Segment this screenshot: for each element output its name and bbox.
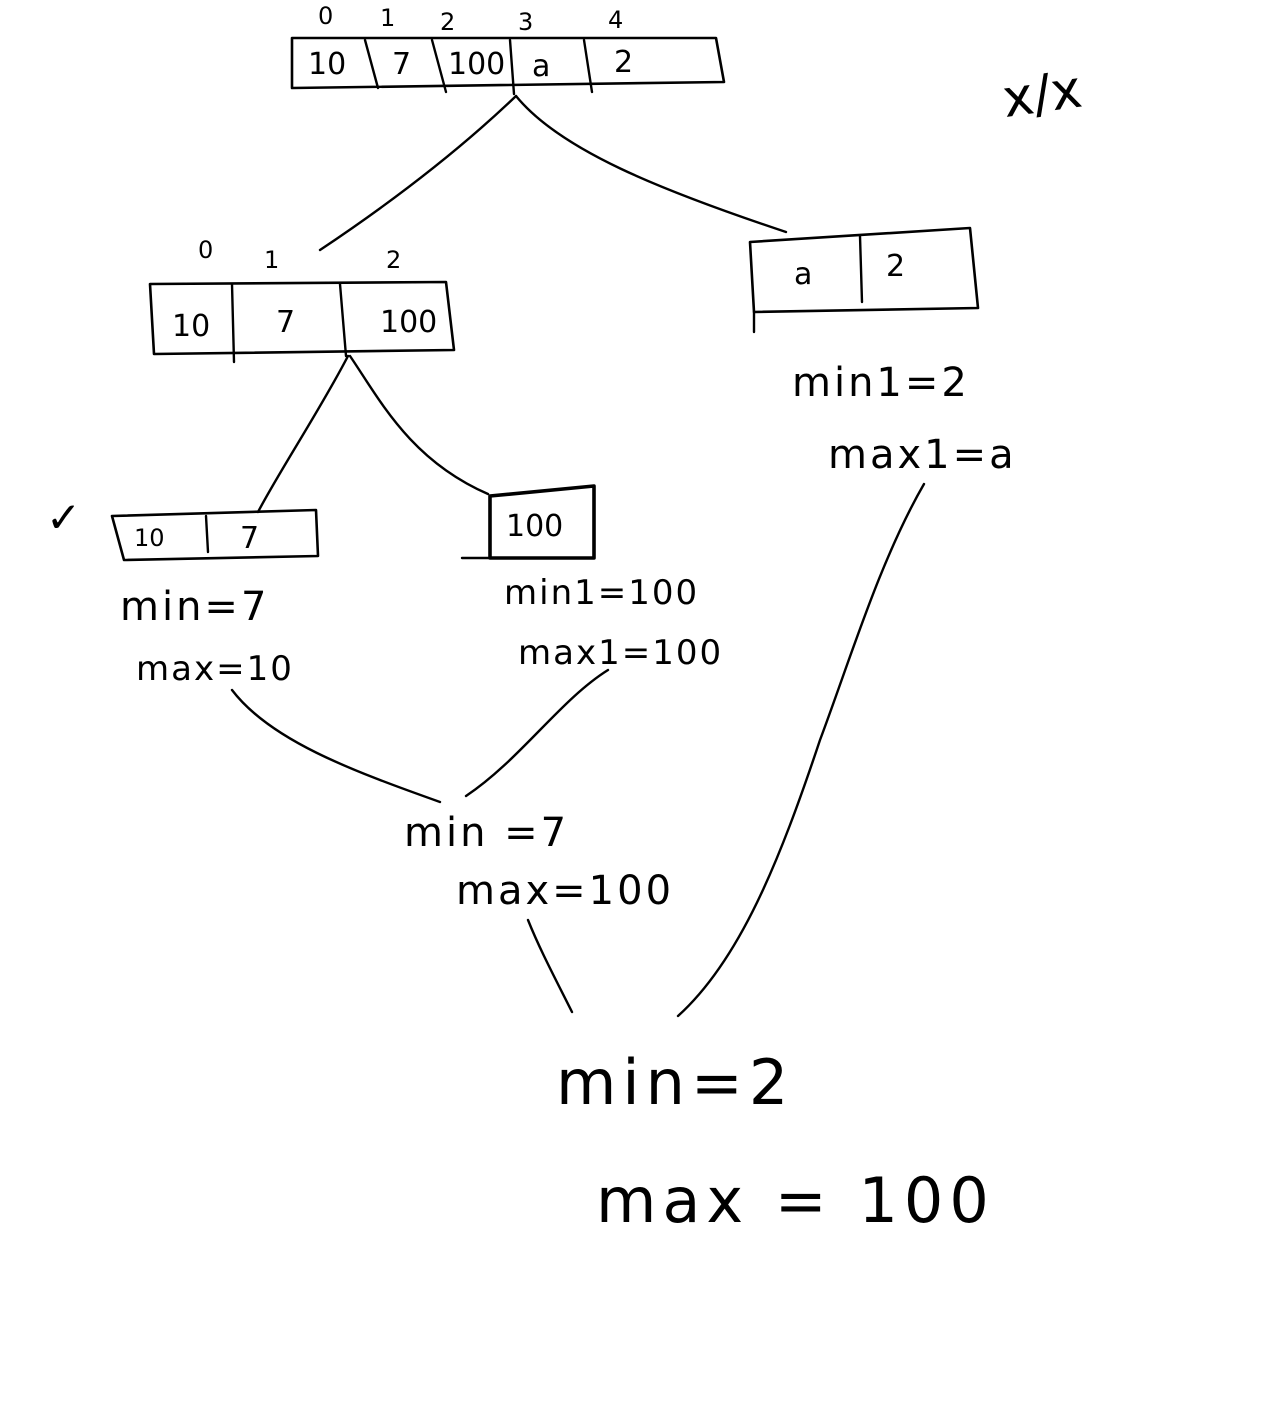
left-array-index-0: 0 [198,236,213,264]
top-array-index-3: 3 [518,8,533,36]
right-max-label: max1=a [828,432,1017,478]
right-min-label: min1=2 [792,360,970,406]
merge-left: min =7 max=100 [404,810,674,914]
connector-leaf-left-to-merge [230,688,442,804]
merge-left-min-label: min =7 [404,810,569,856]
leaf-right-min-label: min1=100 [504,573,699,613]
leaf-right-outline [488,484,596,560]
left-array-cell-2: 100 [380,305,437,340]
top-array-index-4: 4 [608,6,623,34]
right-array-cell-0: a [794,257,812,292]
connector-leaf-right-to-merge [464,668,610,798]
leaf-left-min-label: min=7 [120,584,269,630]
left-array-dividers [230,282,348,364]
top-array-dividers [363,38,594,96]
connector-top-to-right [514,94,788,234]
right-array-outline [748,226,980,314]
final-max-label: max = 100 [596,1164,995,1237]
final-min-label: min=2 [556,1046,794,1119]
top-array-outline [290,36,726,90]
connector-top-to-left [318,94,518,252]
check-mark: ✓ [46,493,81,542]
right-array-cell-1: 2 [886,249,905,284]
leaf-left-divider [204,514,210,554]
leaf-left-max-label: max=10 [136,649,294,689]
top-array-index-2: 2 [440,8,455,36]
top-array-cell-1: 7 [392,47,411,82]
top-array-index-1: 1 [380,4,395,32]
top-array-cell-2: 100 [448,47,505,82]
left-array-index-2: 2 [386,246,401,274]
leaf-right-max-label: max1=100 [518,633,723,673]
left-array-outline [148,280,456,356]
top-array-index-0: 0 [318,2,333,30]
left-array-cell-1: 7 [276,305,295,340]
left-array: 0 1 2 10 7 100 [148,236,456,364]
right-array-divider [752,234,864,334]
merge-left-max-label: max=100 [456,868,674,914]
corner-note: x/x [999,60,1086,130]
leaf-right: 100 min1=100 max1=100 [460,484,723,673]
left-array-cell-0: 10 [172,309,210,344]
leaf-left: ✓ 10 7 min=7 max=10 [46,493,320,689]
final-result: min=2 max = 100 [556,1046,995,1237]
connector-merge-to-final [526,918,574,1014]
right-array: a 2 min1=2 max1=a [748,226,1017,478]
top-array: 0 1 2 3 4 10 7 100 a 2 [290,2,726,96]
leaf-right-cell-0: 100 [506,509,563,544]
connector-left-to-leaf-left [256,354,350,514]
connector-right-to-final [676,482,926,1018]
top-array-cell-3: a [532,49,550,84]
leaf-left-cell-1: 7 [240,521,259,556]
leaf-left-cell-0: 10 [134,524,165,552]
top-array-cell-0: 10 [308,47,346,82]
connector-left-to-leaf-right [348,354,490,496]
leaf-left-outline [110,508,320,562]
top-array-cell-4: 2 [614,45,633,80]
left-array-index-1: 1 [264,246,279,274]
